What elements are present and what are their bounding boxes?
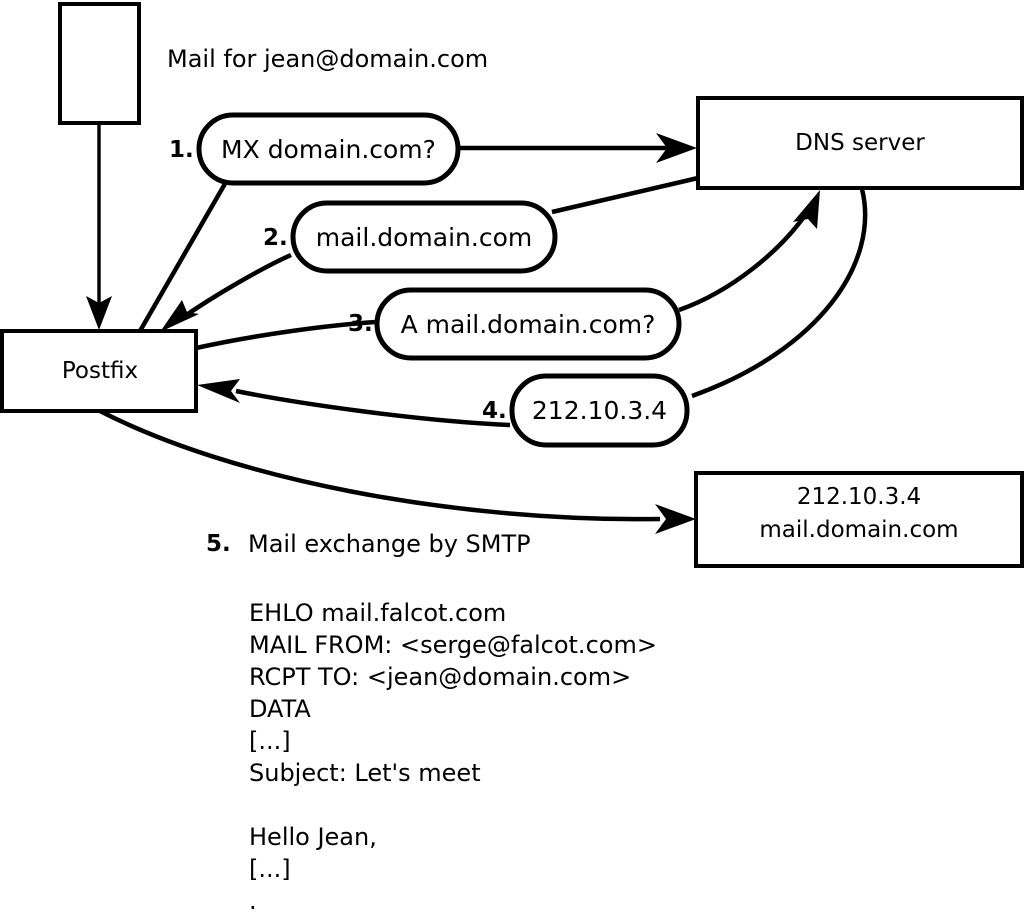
connector-postfix-to-step1: [138, 180, 228, 333]
step-5-label: Mail exchange by SMTP: [248, 530, 531, 558]
mail-server-line2: mail.domain.com: [759, 517, 959, 543]
arrowhead-client-to-postfix: [86, 296, 112, 330]
dns-server-label: DNS server: [795, 130, 925, 156]
connector-step3-to-dns: [678, 206, 812, 313]
smtp-transcript-line: Hello Jean,: [249, 823, 377, 851]
postfix-label: Postfix: [61, 358, 139, 384]
smtp-transcript-line: [249, 789, 657, 821]
connector-postfix-to-mailserver: [98, 408, 661, 522]
arrowhead-step3-to-dns: [793, 190, 820, 229]
mail-server-box: [694, 471, 1024, 568]
smtp-transcript-line: EHLO mail.falcot.com: [249, 599, 507, 627]
postfix-box: [0, 329, 198, 413]
arrowhead-postfix-to-mailserver: [655, 504, 696, 534]
connector-postfix-to-step3: [195, 319, 377, 351]
step-3-number: 3.: [348, 311, 373, 337]
mail-server-line1: 212.10.3.4: [796, 484, 922, 510]
step-2-number: 2.: [263, 225, 288, 251]
arrowhead-step2-to-postfix: [160, 300, 199, 332]
step-3-pill: [374, 287, 682, 361]
step-3-label: A mail.domain.com?: [400, 310, 656, 339]
arrowhead-step1-to-dns: [656, 133, 697, 163]
smtp-transcript-line: Subject: Let's meet: [249, 759, 481, 787]
connector-step2-to-postfix: [180, 252, 292, 320]
step-2-pill: [290, 200, 558, 274]
step-4-label: 212.10.3.4: [531, 396, 668, 425]
smtp-transcript-line: [...]: [249, 727, 291, 755]
mail-caption: Mail for jean@domain.com: [167, 45, 489, 73]
smtp-transcript-line: [...]: [249, 855, 291, 883]
step-1-pill: [196, 112, 461, 186]
step-1-number: 1.: [169, 137, 194, 163]
smtp-transcript-line: DATA: [249, 695, 311, 723]
step-2-label: mail.domain.com: [315, 223, 533, 252]
connector-step4-to-postfix: [235, 388, 511, 428]
smtp-transcript-line: MAIL FROM: <serge@falcot.com>: [249, 631, 657, 659]
smtp-transcript-line: RCPT TO: <jean@domain.com>: [249, 663, 632, 691]
step-1-label: MX domain.com?: [221, 135, 436, 164]
smtp-transcript-line: .: [249, 887, 257, 915]
dns-server-box: [696, 96, 1024, 190]
client-box: [58, 2, 141, 125]
connector-dns-to-step2: [551, 175, 699, 215]
step-5-number: 5.: [206, 531, 231, 557]
connector-dns-to-step4: [691, 188, 868, 399]
arrowhead-step4-to-postfix: [197, 379, 240, 403]
step-4-pill: [509, 373, 690, 448]
step-4-number: 4.: [482, 398, 507, 424]
